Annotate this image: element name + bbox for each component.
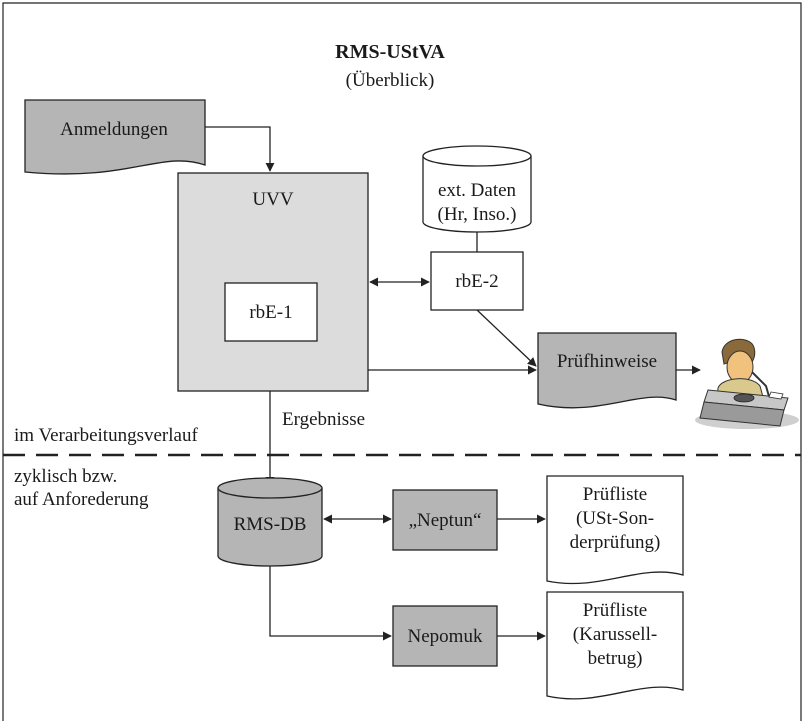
svg-text:rbE-2: rbE-2 <box>455 271 498 292</box>
section-label-lower-line2: auf Anforederung <box>14 489 149 510</box>
connectors-upper <box>205 126 701 486</box>
ext-daten-database: ext. Daten (Hr, Inso.) <box>422 145 532 233</box>
svg-text:Prüfliste: Prüfliste <box>583 484 647 505</box>
svg-text:derprüfung): derprüfung) <box>570 532 661 553</box>
neptun-box: „Neptun“ <box>392 489 498 551</box>
clerk-at-desk-icon <box>695 338 799 429</box>
rbe2-box: rbE-2 <box>430 251 524 311</box>
pruefhinweise-document: Prüfhinweise <box>537 332 677 409</box>
svg-text:„Neptun“: „Neptun“ <box>409 510 482 531</box>
svg-text:(Hr, Inso.): (Hr, Inso.) <box>438 204 517 225</box>
rbe1-box: rbE-1 <box>224 282 318 342</box>
svg-text:UVV: UVV <box>252 189 293 210</box>
svg-text:ext. Daten: ext. Daten <box>438 180 517 201</box>
svg-text:Nepomuk: Nepomuk <box>408 626 483 647</box>
ergebnisse-label: Ergebnisse <box>282 409 365 430</box>
rms-db-database: RMS-DB <box>217 477 323 567</box>
svg-text:betrug): betrug) <box>588 648 643 669</box>
svg-text:(USt-Son-: (USt-Son- <box>576 508 654 529</box>
section-label-upper: im Verarbeitungsverlauf <box>14 425 198 446</box>
anmeldungen-document: Anmeldungen <box>24 99 206 175</box>
connectors-lower <box>269 514 546 641</box>
svg-text:Prüfliste: Prüfliste <box>583 600 647 621</box>
svg-text:Anmeldungen: Anmeldungen <box>60 119 168 140</box>
pruefliste-karussellbetrug-document: Prüfliste (Karussell- betrug) <box>546 591 684 700</box>
svg-text:Prüfhinweise: Prüfhinweise <box>557 351 657 372</box>
svg-text:rbE-1: rbE-1 <box>249 302 292 323</box>
pruefliste-sonderpruefung-document: Prüfliste (USt-Son- derprüfung) <box>546 475 684 585</box>
svg-text:RMS-DB: RMS-DB <box>234 514 307 535</box>
diagram-subtitle: (Überblick) <box>346 70 435 91</box>
section-label-lower-line1: zyklisch bzw. <box>14 466 117 487</box>
diagram-title: RMS-UStVA <box>335 41 445 63</box>
svg-text:(Karussell-: (Karussell- <box>573 624 657 645</box>
nepomuk-box: Nepomuk <box>392 605 498 667</box>
uvv-box: UVV <box>177 172 369 392</box>
